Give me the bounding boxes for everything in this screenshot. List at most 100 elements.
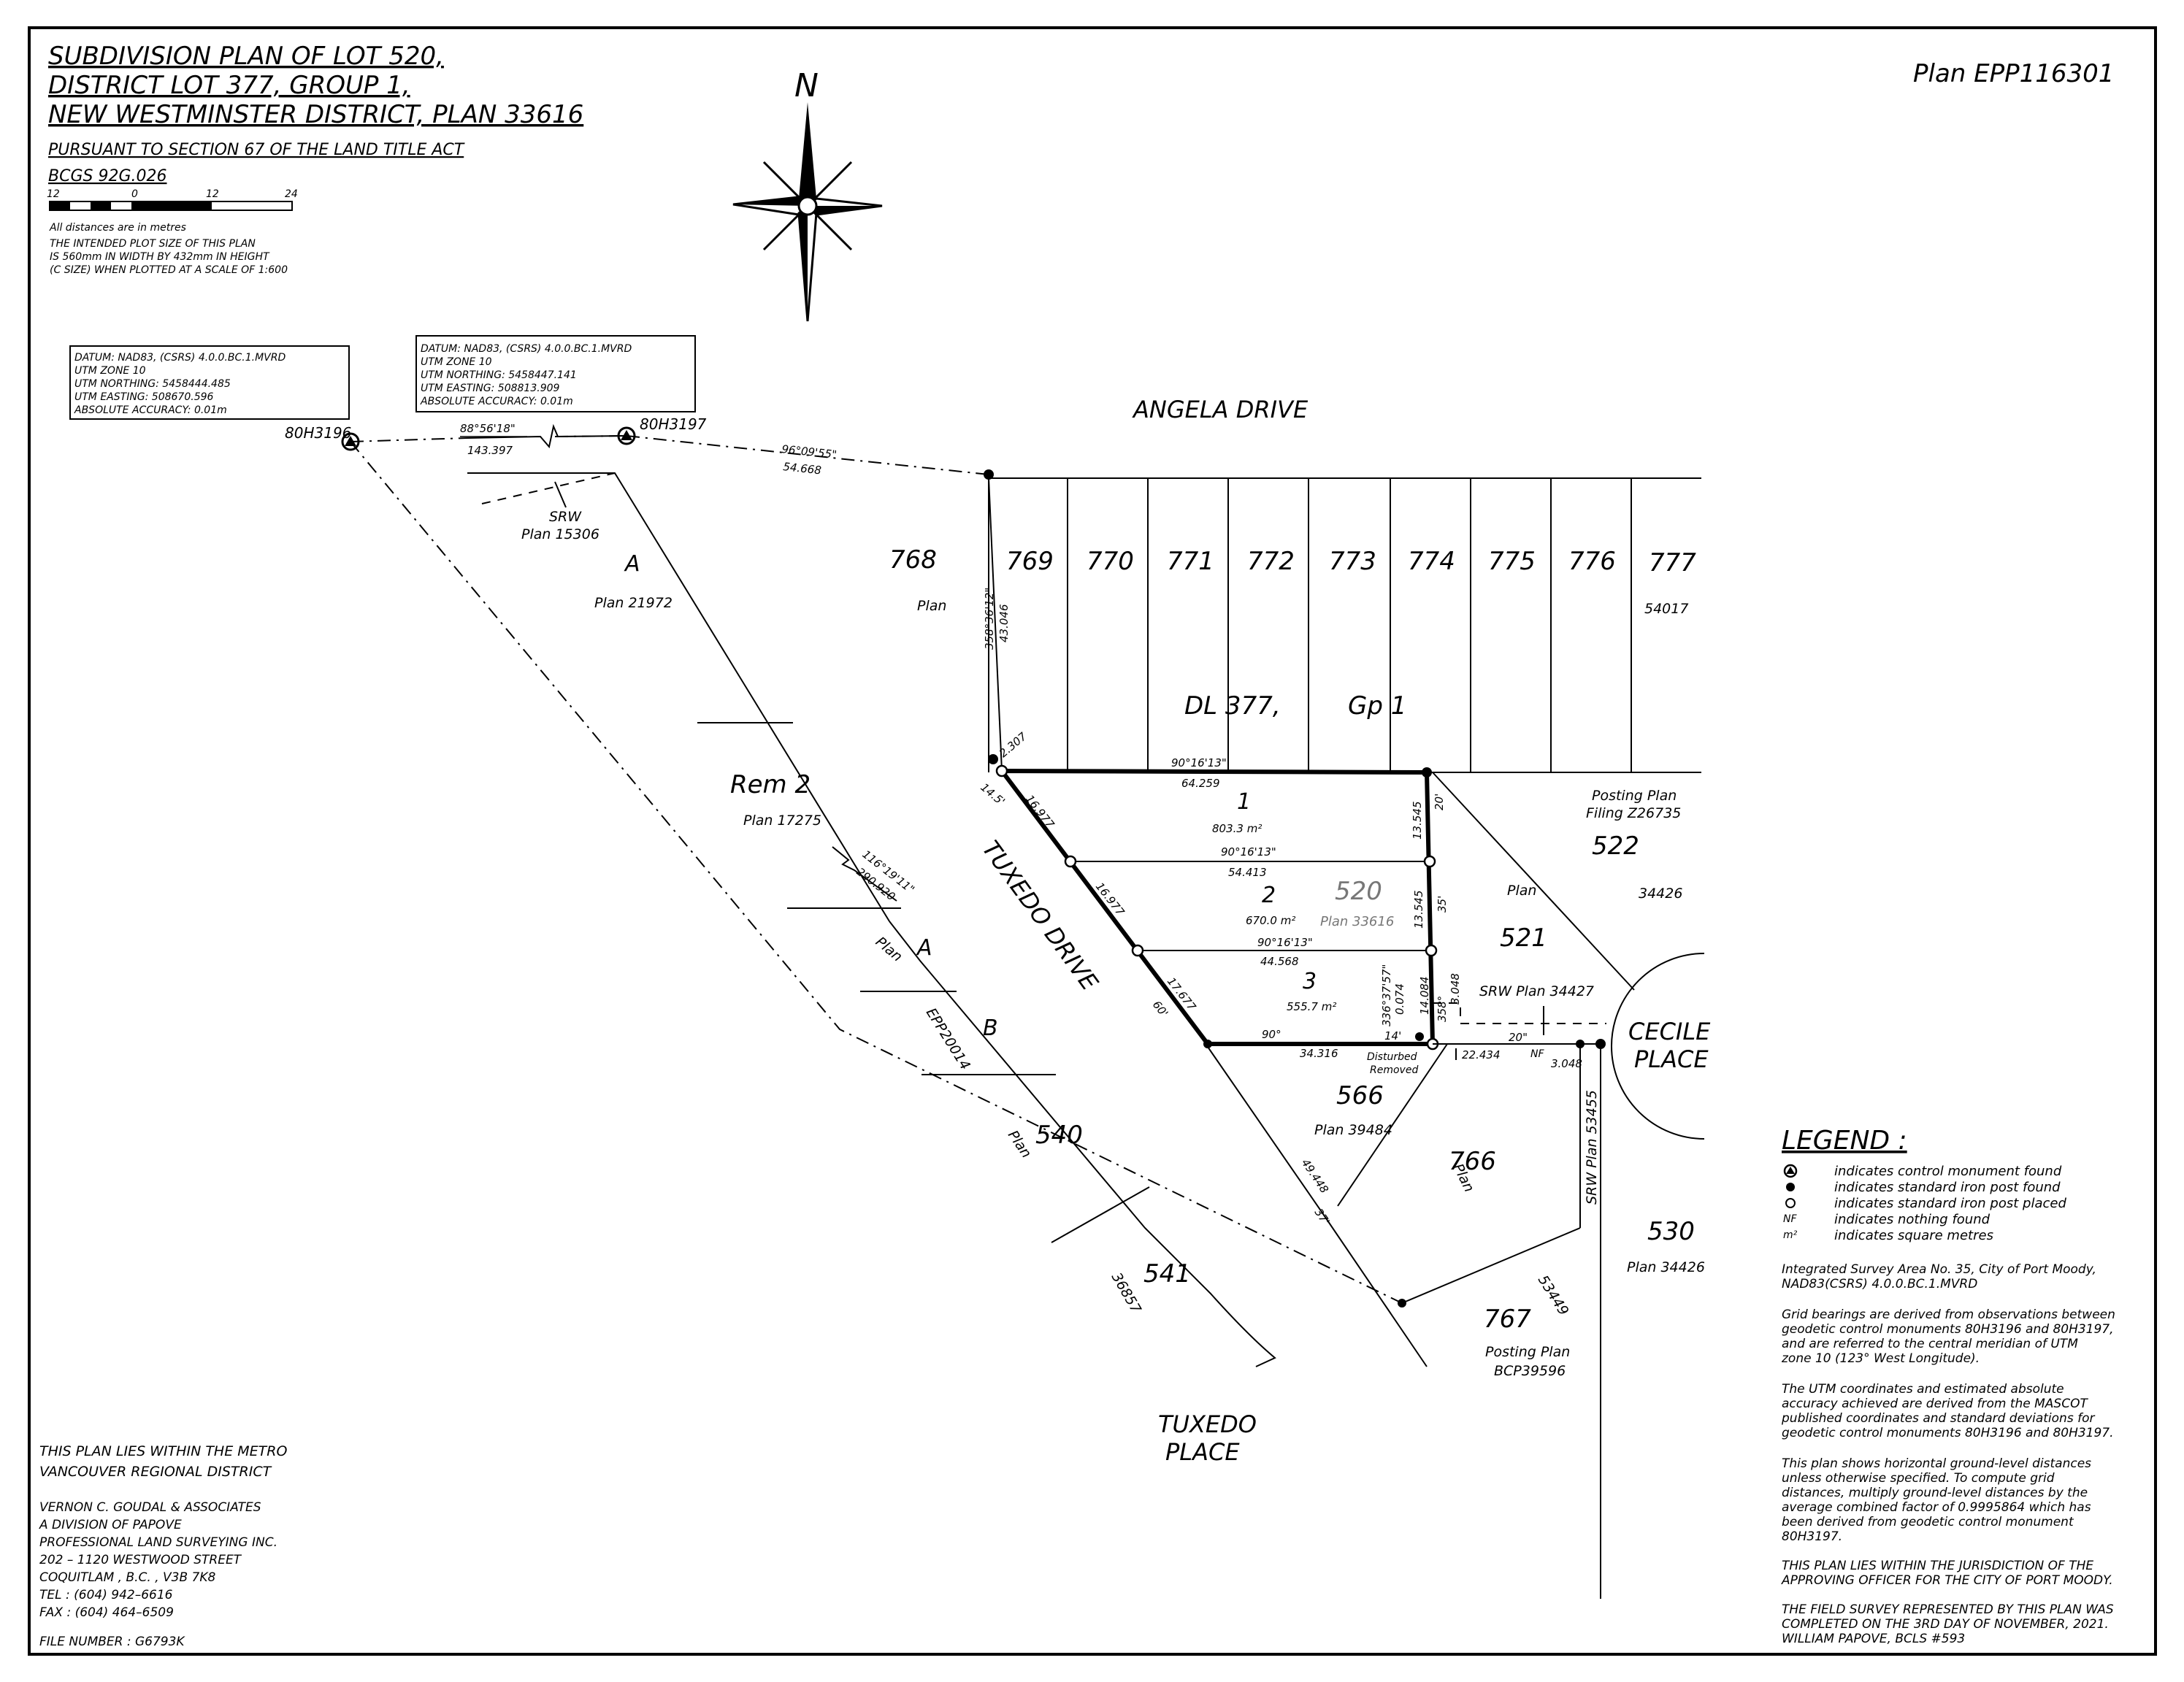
svg-text:The UTM coordinates and estima: The UTM coordinates and estimated absolu…	[1782, 1382, 2064, 1397]
svg-text:UTM ZONE 10: UTM ZONE 10	[74, 365, 146, 377]
file-number: FILE NUMBER : G6793K	[39, 1635, 185, 1649]
legend-item: indicates nothing found	[1834, 1212, 1990, 1227]
lot-number: 771	[1167, 547, 1214, 576]
svg-text:PROFESSIONAL LAND SURVEYING IN: PROFESSIONAL LAND SURVEYING INC.	[39, 1535, 277, 1550]
srw-plan-label: Plan 15306	[521, 526, 599, 542]
road-cecile-place: PLACE	[1634, 1045, 1709, 1073]
svg-text:THIS PLAN LIES WITHIN THE JURI: THIS PLAN LIES WITHIN THE JURISDICTION O…	[1782, 1559, 2093, 1573]
svg-text:UTM EASTING: 508670.596: UTM EASTING: 508670.596	[74, 391, 214, 403]
svg-text:Integrated Survey Area No. 35,: Integrated Survey Area No. 35, City of P…	[1782, 1262, 2096, 1277]
dim-label: 49.448	[1299, 1156, 1331, 1196]
dim-label: 22.434	[1462, 1048, 1501, 1061]
iron-post-placed-icon	[1131, 944, 1144, 957]
svg-text:zone 10 (123° West Longitude).: zone 10 (123° West Longitude).	[1781, 1351, 1980, 1366]
metro-note: VANCOUVER REGIONAL DISTRICT	[39, 1464, 272, 1480]
svg-text:APPROVING OFFICER FOR THE CITY: APPROVING OFFICER FOR THE CITY OF PORT M…	[1781, 1573, 2113, 1588]
disturbed-label: Disturbed	[1367, 1051, 1417, 1063]
iron-post-placed-icon	[1425, 944, 1438, 957]
lot-number: 772	[1247, 547, 1295, 576]
lot-number: 775	[1488, 547, 1536, 576]
svg-text:accuracy achieved are derived: accuracy achieved are derived from the M…	[1782, 1397, 2088, 1411]
ghost-lot-520: 520	[1335, 877, 1382, 906]
north-label: N	[794, 67, 819, 104]
svg-text:THE FIELD SURVEY REPRESENTED B: THE FIELD SURVEY REPRESENTED BY THIS PLA…	[1782, 1602, 2114, 1617]
legend-title: LEGEND :	[1782, 1126, 1907, 1156]
dim-label: 34.316	[1300, 1047, 1338, 1060]
lot-number: 766	[1449, 1147, 1496, 1176]
legend-item: indicates control monument found	[1834, 1164, 2062, 1179]
lot-area: 555.7 m²	[1287, 1000, 1336, 1013]
road-tuxedo-place: TUXEDO	[1158, 1410, 1257, 1438]
dim-label: 43.046	[997, 604, 1011, 643]
dim-label: 90°16'13"	[1171, 756, 1227, 769]
posting-plan-label: Posting Plan	[1592, 788, 1677, 804]
dim-label: 54.668	[783, 460, 822, 477]
svg-text:UTM EASTING: 508813.909: UTM EASTING: 508813.909	[421, 383, 560, 394]
dim-label: 88°56'18"	[460, 422, 516, 435]
srw-label: SRW	[549, 509, 582, 525]
svg-text:WILLIAM PAPOVE, BCLS #593: WILLIAM PAPOVE, BCLS #593	[1782, 1632, 1965, 1646]
note-plot-3: (C SIZE) WHEN PLOTTED AT A SCALE OF 1:60…	[50, 264, 288, 276]
lot-number: 769	[1006, 547, 1054, 576]
svg-text:UTM NORTHING: 5458447.141: UTM NORTHING: 5458447.141	[421, 369, 577, 381]
road-cecile-place: CECILE	[1628, 1018, 1711, 1045]
dim-label: 3.048	[1449, 973, 1462, 1005]
legend-symbol-nf: NF	[1783, 1213, 1797, 1225]
posting-plan-label: Posting Plan	[1485, 1344, 1570, 1360]
iron-post-found-icon	[1203, 1040, 1212, 1048]
plan-label: 54017	[1644, 601, 1688, 617]
title-line-1: SUBDIVISION PLAN OF LOT 520,	[48, 42, 444, 71]
svg-text:published coordinates and stan: published coordinates and standard devia…	[1781, 1411, 2095, 1426]
dim-label: 143.397	[467, 444, 513, 457]
svg-text:Grid bearings are derived from: Grid bearings are derived from observati…	[1782, 1307, 2115, 1322]
svg-text:80H3197.: 80H3197.	[1782, 1529, 1842, 1544]
svg-text:VERNON C. GOUDAL & ASSOCIATES: VERNON C. GOUDAL & ASSOCIATES	[39, 1500, 261, 1515]
gp-label: Gp 1	[1348, 691, 1406, 721]
dim-label: 20'	[1433, 794, 1446, 810]
dim-label: 13.545	[1411, 802, 1424, 840]
svg-text:DATUM: NAD83, (CSRS) 4.0.0.BC.: DATUM: NAD83, (CSRS) 4.0.0.BC.1.MVRD	[421, 343, 632, 355]
title-bcgs: BCGS 92G.026	[48, 167, 167, 185]
dim-label: 0.074	[1393, 983, 1406, 1015]
svg-text:UTM ZONE 10: UTM ZONE 10	[421, 356, 492, 368]
lot-number: 541	[1143, 1259, 1191, 1289]
iron-post-found-icon	[984, 469, 994, 480]
lot-number: 2	[1262, 883, 1276, 908]
dim-label: 14.084	[1418, 977, 1431, 1015]
iron-post-placed-icon	[1423, 855, 1436, 868]
dim-label: 2.307	[997, 729, 1030, 760]
legend-item: indicates standard iron post found	[1834, 1180, 2061, 1195]
svg-text:COQUITLAM , B.C. , V3B 7K8: COQUITLAM , B.C. , V3B 7K8	[39, 1570, 215, 1585]
dl-label: DL 377,	[1184, 691, 1281, 721]
plan-label: Plan 21972	[594, 595, 673, 611]
dim-label: 14'	[1384, 1029, 1401, 1042]
lot-number: 521	[1500, 923, 1547, 953]
dim-label: 336°37'57"	[1380, 964, 1393, 1026]
ghost-plan-33616: Plan 33616	[1320, 914, 1394, 929]
lot-area: 670.0 m²	[1246, 914, 1295, 927]
svg-text:geodetic control monuments 80H: geodetic control monuments 80H3196 and 8…	[1782, 1426, 2114, 1440]
dim-label: 90°16'13"	[1257, 936, 1313, 949]
dim-label: 90°16'13"	[1221, 845, 1276, 859]
metro-note: THIS PLAN LIES WITHIN THE METRO	[39, 1443, 287, 1459]
plan-label: Plan	[1507, 883, 1536, 899]
rem-label: Rem 2	[730, 770, 811, 799]
plan-label: Plan	[917, 598, 946, 614]
iron-post-placed-icon	[1064, 855, 1077, 868]
north-arrow: N	[732, 67, 883, 322]
note-plot-2: IS 560mm IN WIDTH BY 432mm IN HEIGHT	[50, 251, 270, 263]
control-monument-icon	[617, 426, 636, 445]
svg-text:and are referred to the centra: and are referred to the central meridian…	[1782, 1337, 2078, 1351]
datum-box-1: DATUM: NAD83, (CSRS) 4.0.0.BC.1.MVRD UTM…	[69, 345, 350, 420]
removed-label: Removed	[1370, 1064, 1418, 1076]
svg-text:TEL : (604) 942–6616: TEL : (604) 942–6616	[39, 1588, 173, 1602]
surveyor-block: VERNON C. GOUDAL & ASSOCIATES A DIVISION…	[39, 1500, 277, 1620]
srw-plan-label: SRW Plan 53455	[1584, 1090, 1600, 1205]
dim-label: 3.048	[1551, 1057, 1582, 1070]
lot-number: 1	[1237, 789, 1251, 815]
svg-text:distances, multiply ground-lev: distances, multiply ground-level distanc…	[1782, 1486, 2088, 1500]
lot-letter: A	[916, 935, 932, 961]
svg-text:A DIVISION OF PAPOVE: A DIVISION OF PAPOVE	[39, 1518, 182, 1532]
scale-label: 24	[285, 188, 298, 200]
